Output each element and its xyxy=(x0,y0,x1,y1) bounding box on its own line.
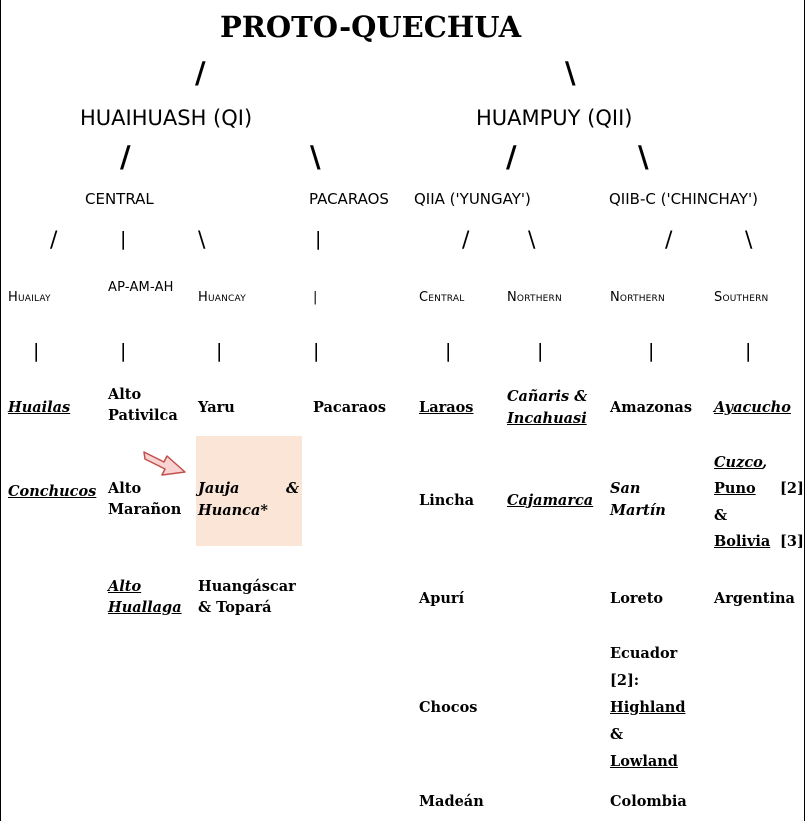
dialect-qiic-southern: Southern xyxy=(714,290,769,305)
pipe-pacaraos: | xyxy=(313,340,320,362)
dialect-huancay: Huancay xyxy=(198,290,246,305)
branch-slash-qi: / xyxy=(195,56,206,90)
pipe-huancay: | xyxy=(216,340,223,362)
dialect-apamah: AP-AM-AH xyxy=(108,280,174,295)
variety-alto-pativilca: Alto Pativilca xyxy=(108,386,178,424)
subgroup-central: CENTRAL xyxy=(85,190,154,208)
variety-incahuasi: Incahuasi xyxy=(507,410,587,427)
jauja-huanca-highlight xyxy=(196,436,302,546)
branch-slash-huailay: / xyxy=(50,228,58,253)
variety-bolivia-ref: [3] xyxy=(780,533,804,550)
branch-slash-qiia: / xyxy=(506,140,517,174)
pipe-huailay: | xyxy=(33,340,40,362)
subgroup-qiia: QIIA ('YUNGAY') xyxy=(414,190,531,208)
pipe-qiib-northern: | xyxy=(648,340,655,362)
variety-puno-amp: & xyxy=(714,507,728,524)
pipe-apamah: | xyxy=(120,340,127,362)
left-border xyxy=(0,0,1,821)
variety-pacaraos: Pacaraos xyxy=(313,399,387,416)
branch-backslash-qiic-southern: \ xyxy=(745,228,753,253)
variety-puno-ref: [2] xyxy=(780,480,804,497)
variety-jauja-amp: & xyxy=(286,480,300,497)
variety-alto-maranon: Alto Marañon xyxy=(108,480,182,518)
variety-canaris: Cañaris & xyxy=(507,388,588,405)
variety-huanca: Huanca* xyxy=(198,502,268,519)
subgroup-pacaraos: PACARAOS xyxy=(309,190,389,208)
subgroup-qiibc: QIIB-C ('CHINCHAY') xyxy=(609,190,758,208)
variety-huailas: Huailas xyxy=(8,399,71,416)
variety-loreto: Loreto xyxy=(610,590,664,607)
variety-yaru: Yaru xyxy=(198,399,235,416)
variety-lincha: Lincha xyxy=(419,492,475,509)
branch-backslash-qii: \ xyxy=(565,56,576,90)
variety-madean: Madeán xyxy=(419,793,484,810)
page-title: PROTO-QUECHUA xyxy=(220,10,522,44)
variety-cajamarca: Cajamarca xyxy=(507,492,594,509)
variety-chocos: Chocos xyxy=(419,699,478,716)
variety-martin: Martín xyxy=(610,502,666,519)
variety-conchucos: Conchucos xyxy=(8,483,97,500)
variety-jauja: Jauja xyxy=(198,480,240,497)
branch-slash-central: / xyxy=(120,140,131,174)
dialect-qiib-northern: Northern xyxy=(610,290,665,305)
variety-laraos: Laraos xyxy=(419,399,474,416)
variety-highland-amp: & xyxy=(610,726,624,743)
branch-pipe-pacaraos: | xyxy=(315,228,322,250)
variety-ecuador-ref: [2]: xyxy=(610,672,640,689)
branch-backslash-qiibc: \ xyxy=(638,140,649,174)
variety-huangascar-topara: Huangáscar & Topará xyxy=(198,578,296,616)
branch-backslash-qiia-northern: \ xyxy=(528,228,536,253)
variety-ecuador: Ecuador xyxy=(610,645,678,662)
dialect-qiia-northern: Northern xyxy=(507,290,562,305)
variety-lowland: Lowland xyxy=(610,753,678,770)
variety-cuzco-comma: , xyxy=(762,454,768,471)
group-huampuy: HUAMPUY (QII) xyxy=(476,106,633,130)
pipe-qiic-southern: | xyxy=(745,340,752,362)
branch-pipe-apamah: | xyxy=(120,228,127,250)
variety-highland: Highland xyxy=(610,699,686,716)
dialect-qiia-central: Central xyxy=(419,290,465,305)
group-huaihuash: HUAIHUASH (QI) xyxy=(80,106,253,130)
right-arrow-icon xyxy=(143,451,186,476)
variety-alto-huallaga: Alto Huallaga xyxy=(108,578,182,616)
branch-slash-qiia-central: / xyxy=(462,228,470,253)
variety-apuri: Apurí xyxy=(419,590,465,607)
variety-san: San xyxy=(610,480,641,497)
dialect-pacaraos: | xyxy=(313,290,318,305)
variety-ayacucho: Ayacucho xyxy=(714,399,791,416)
variety-bolivia: Bolivia xyxy=(714,533,771,550)
variety-amazonas: Amazonas xyxy=(610,399,692,416)
dialect-huailay: Huailay xyxy=(8,290,51,305)
branch-slash-qiib-northern: / xyxy=(665,228,673,253)
branch-backslash-pacaraos: \ xyxy=(310,140,321,174)
pipe-qiia-central: | xyxy=(445,340,452,362)
branch-backslash-huancay: \ xyxy=(198,228,206,253)
pipe-qiia-northern: | xyxy=(537,340,544,362)
variety-colombia: Colombia xyxy=(610,793,687,810)
variety-cuzco: Cuzco xyxy=(714,454,763,471)
variety-argentina: Argentina xyxy=(714,590,795,607)
variety-puno: Puno xyxy=(714,480,756,497)
